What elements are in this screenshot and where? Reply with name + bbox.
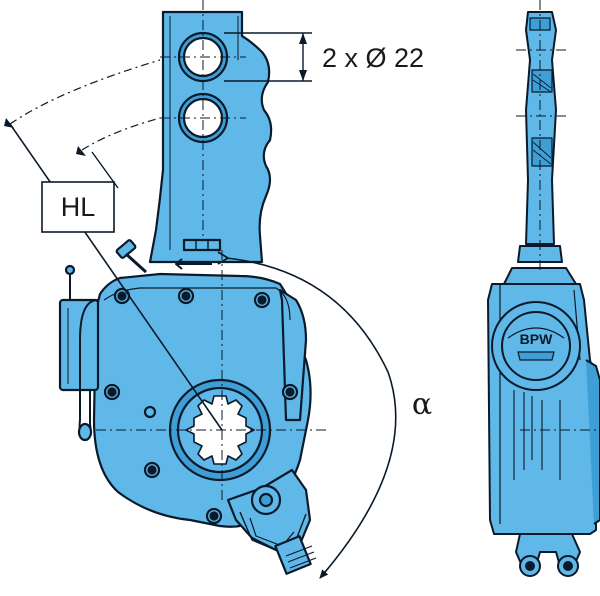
grease-nipple: [115, 239, 148, 274]
housing-bolts: [103, 287, 299, 525]
side-center-lines: [516, 0, 600, 431]
side-clevis: [515, 533, 581, 577]
angle-label: α: [412, 387, 432, 422]
front-view: [58, 10, 317, 575]
lever-length-dimension: [4, 59, 223, 431]
hole-diameter-dimension: [224, 32, 312, 82]
angle-dimension: [217, 251, 397, 579]
bpw-cap: BPW: [491, 301, 581, 391]
position-indicator: [182, 238, 222, 252]
side-lever-arm: [525, 11, 557, 245]
direction-arrow-icon: [175, 258, 212, 270]
side-view: BPW: [487, 11, 600, 577]
hole-diameter-label: 2 x Ø 22: [322, 43, 424, 73]
logo-text: BPW: [520, 331, 553, 347]
hl-text: HL: [61, 192, 96, 222]
lever-length-label: HL: [41, 181, 115, 233]
center-lines: [96, 0, 330, 500]
adjuster-bracket: [226, 468, 317, 575]
